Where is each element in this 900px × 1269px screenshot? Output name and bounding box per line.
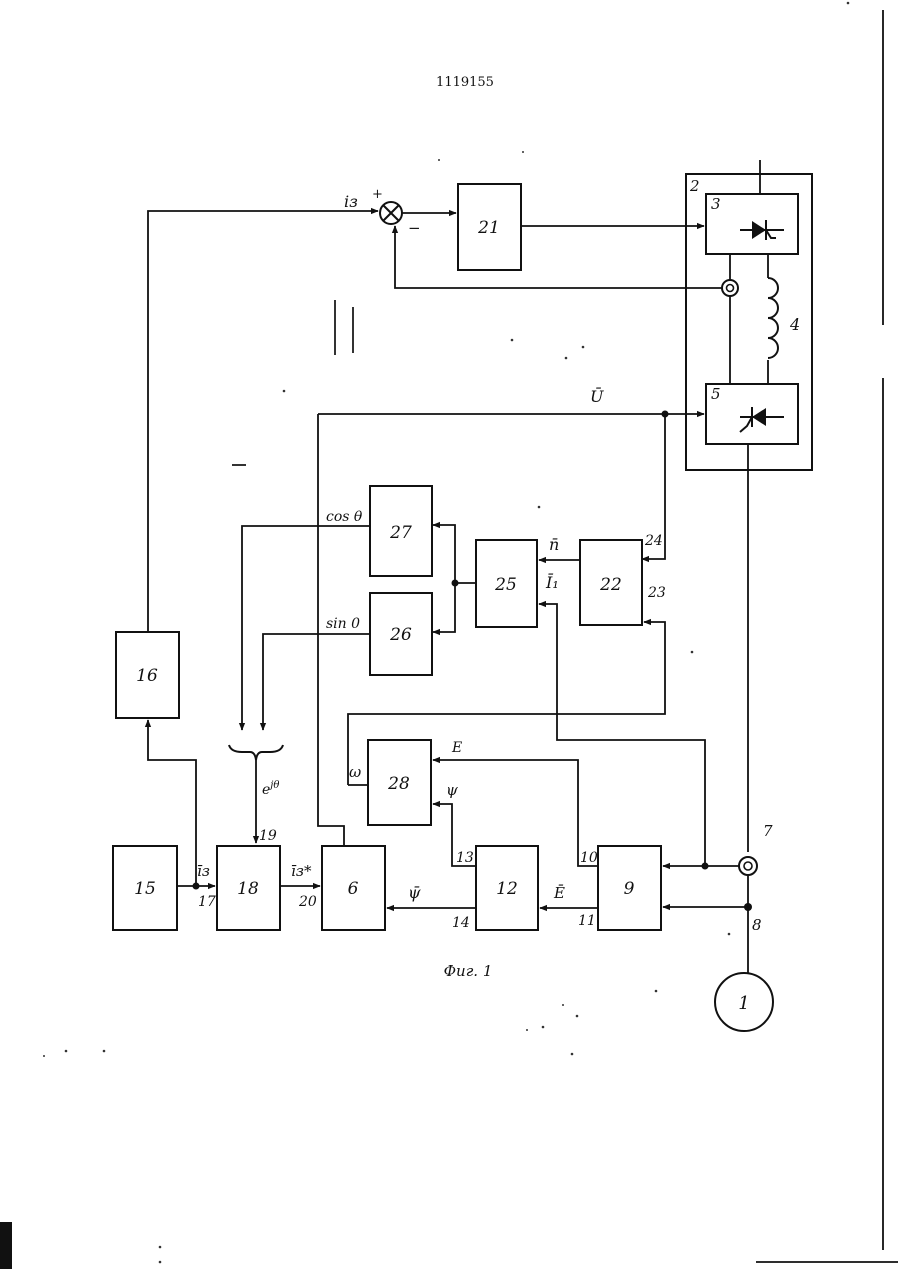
signal-e: E xyxy=(451,740,462,756)
inductor-4-symbol xyxy=(768,278,778,358)
block-1-label: 1 xyxy=(738,993,749,1014)
label-3: 3 xyxy=(711,195,721,213)
line-16-to-sum xyxy=(148,211,378,632)
signal-sin: sin 0 xyxy=(326,616,360,632)
label-4: 4 xyxy=(789,315,800,334)
line-25-to-26 xyxy=(433,583,455,632)
block-15-label: 15 xyxy=(134,879,156,899)
line-feedback-current xyxy=(395,226,722,288)
signal-i1: Ī₁ xyxy=(545,572,559,592)
block-6-label: 6 xyxy=(348,879,359,899)
block-18-label: 18 xyxy=(237,879,259,899)
plus-sign: + xyxy=(372,187,383,202)
block-26-label: 26 xyxy=(389,625,412,645)
label-23: 23 xyxy=(647,585,666,601)
block-27-label: 27 xyxy=(389,523,412,543)
signal-exp: ejθ xyxy=(262,780,279,798)
signal-e-vec: Ē xyxy=(553,884,565,902)
block-22-label: 22 xyxy=(599,575,622,595)
line-25-to-27 xyxy=(433,525,455,583)
label-19: 19 xyxy=(259,828,277,844)
label-20: 20 xyxy=(298,894,317,910)
label-13: 13 xyxy=(456,850,474,866)
label-17: 17 xyxy=(198,894,216,910)
label-2: 2 xyxy=(689,177,700,195)
label-11: 11 xyxy=(578,913,596,929)
brace xyxy=(229,745,283,760)
block-16-label: 16 xyxy=(136,666,158,686)
label-5: 5 xyxy=(711,385,721,403)
block-28-label: 28 xyxy=(387,774,410,794)
signal-cos: cos θ xyxy=(326,509,363,525)
block-25-label: 25 xyxy=(494,575,517,595)
signal-is-vec: īз xyxy=(197,862,210,880)
block-21-label: 21 xyxy=(477,218,500,238)
edge-mark xyxy=(0,1222,12,1269)
label-14: 14 xyxy=(452,915,470,931)
figure-caption: Фиг. 1 xyxy=(444,962,493,980)
signal-psi-vec: ψ̄ xyxy=(408,883,421,902)
minus-sign: − xyxy=(408,219,421,237)
patent-number: 1119155 xyxy=(436,75,494,90)
block-9-label: 9 xyxy=(624,879,635,899)
signal-omega: ω xyxy=(349,763,361,781)
signal-u: Ū xyxy=(590,386,604,406)
signal-is: iз xyxy=(344,192,358,211)
line-i1-feedback xyxy=(539,604,705,866)
junction-7 xyxy=(702,863,709,870)
label-10: 10 xyxy=(580,850,598,866)
line-26-out xyxy=(263,634,370,730)
block-12-label: 12 xyxy=(496,879,518,899)
label-8: 8 xyxy=(752,916,762,934)
signal-psi: ψ xyxy=(446,781,458,799)
label-24: 24 xyxy=(644,533,663,549)
label-7: 7 xyxy=(763,822,773,840)
signal-n: n̄ xyxy=(549,535,559,554)
signal-is-star: īз* xyxy=(291,862,312,880)
